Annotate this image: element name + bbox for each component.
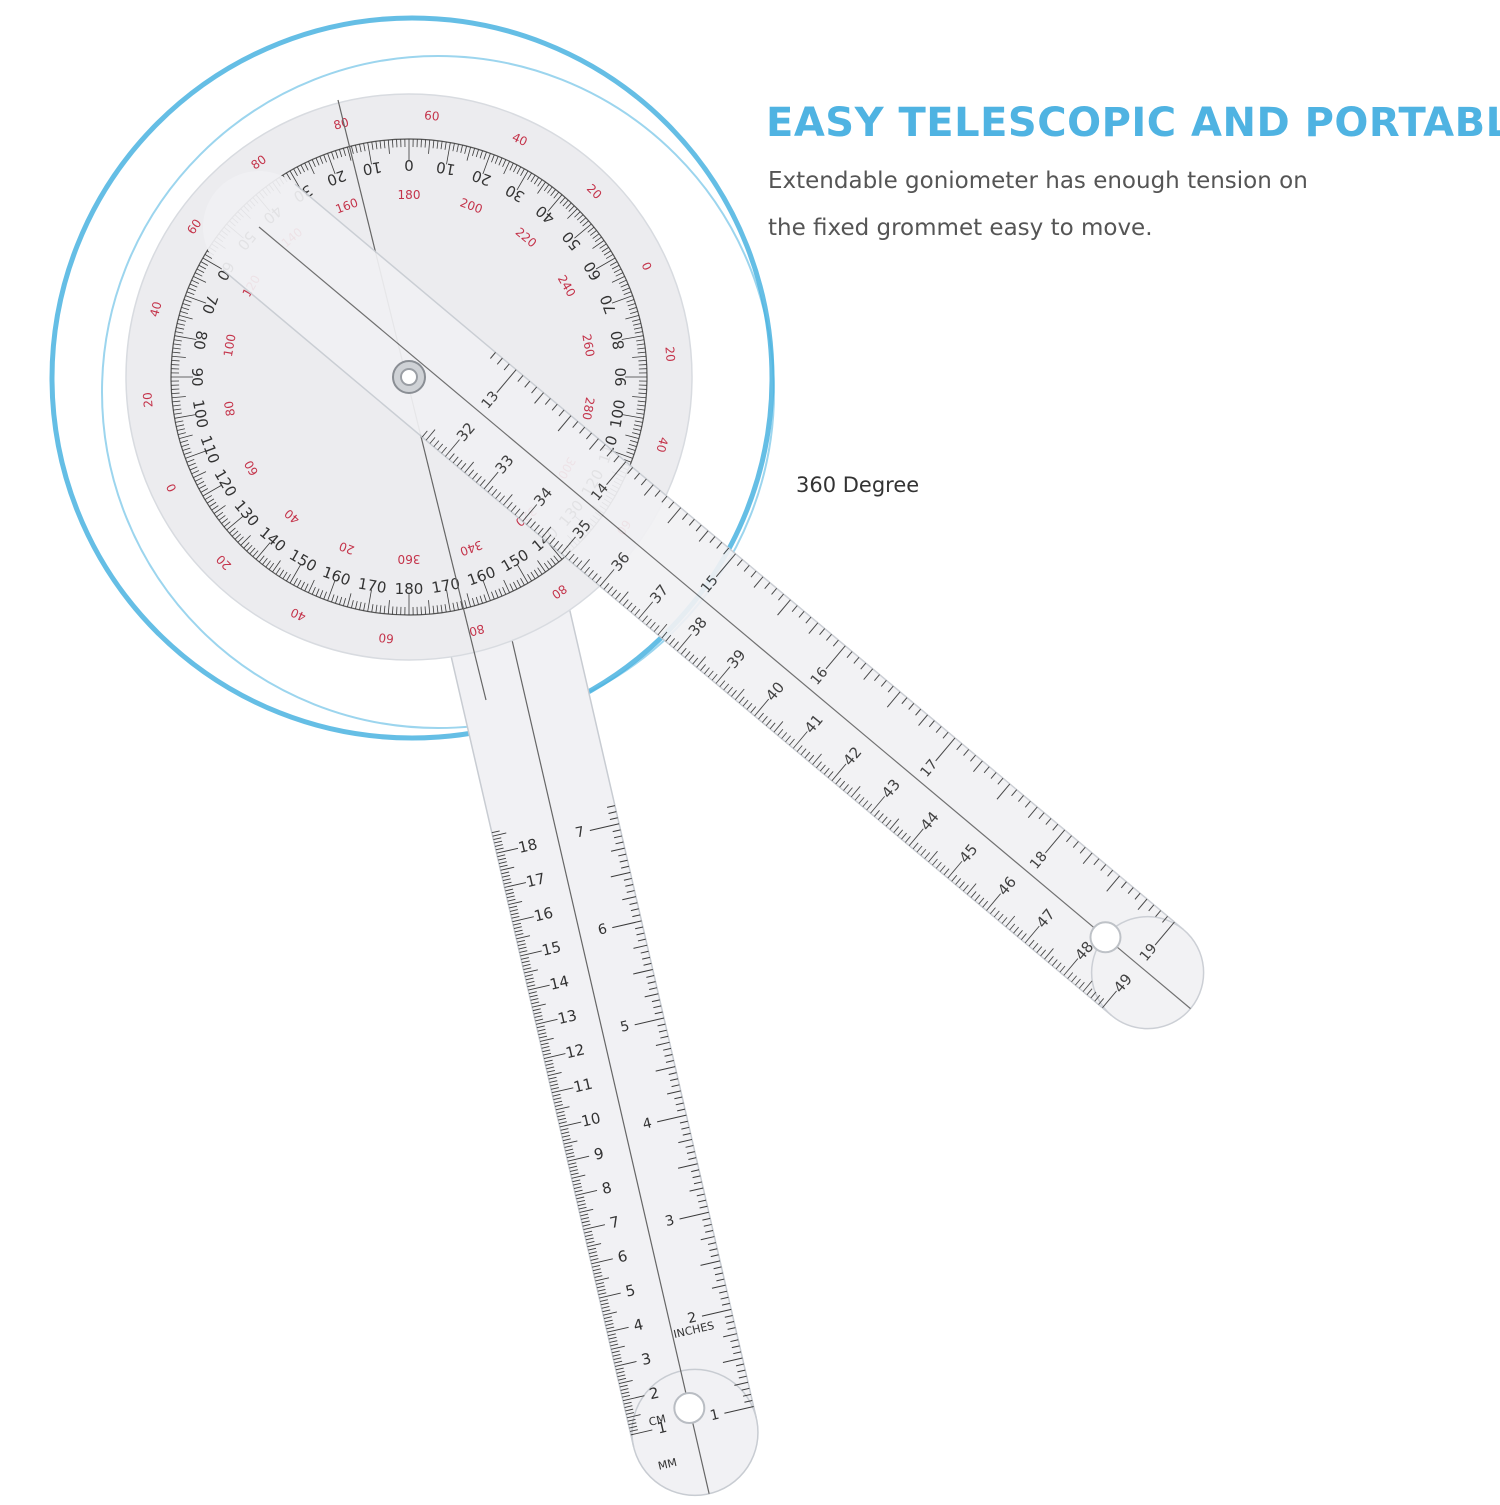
degree-label: 0 — [404, 156, 414, 174]
degree-tick — [392, 606, 393, 614]
degree-tick — [172, 360, 180, 361]
degree-label: 80 — [607, 329, 628, 351]
grommet-inner — [401, 369, 417, 385]
degree-tick — [638, 360, 646, 361]
headline: EASY TELESCOPIC AND PORTABLE — [766, 100, 1500, 146]
inner-degree-label: 180 — [398, 188, 421, 202]
degree-tick — [392, 140, 393, 148]
rim-degree-label: 60 — [378, 630, 394, 645]
rim-degree-label: 60 — [424, 108, 440, 123]
inner-degree-label: 360 — [398, 552, 421, 566]
inner-degree-label: 80 — [222, 400, 238, 417]
rim-degree-label: 20 — [140, 392, 155, 408]
degree-label: 10 — [435, 158, 457, 179]
degree-label: 180 — [395, 580, 424, 598]
degree-tick — [638, 393, 646, 394]
grommet-pivot — [393, 361, 425, 393]
degree-tick — [172, 393, 180, 394]
description-line: Extendable goniometer has enough tension… — [768, 158, 1308, 205]
degree-tick — [425, 606, 426, 614]
description-line: the fixed grommet easy to move. — [768, 205, 1308, 252]
degree-label: 80 — [190, 329, 211, 351]
degree-callout: 360 Degree — [796, 473, 919, 497]
description: Extendable goniometer has enough tension… — [768, 158, 1308, 252]
degree-label: 90 — [612, 367, 630, 386]
degree-label: 10 — [361, 158, 383, 179]
degree-tick — [425, 140, 426, 148]
rim-degree-label: 20 — [662, 346, 677, 362]
degree-label: 90 — [188, 367, 206, 386]
arm-hang-hole — [674, 1393, 704, 1423]
